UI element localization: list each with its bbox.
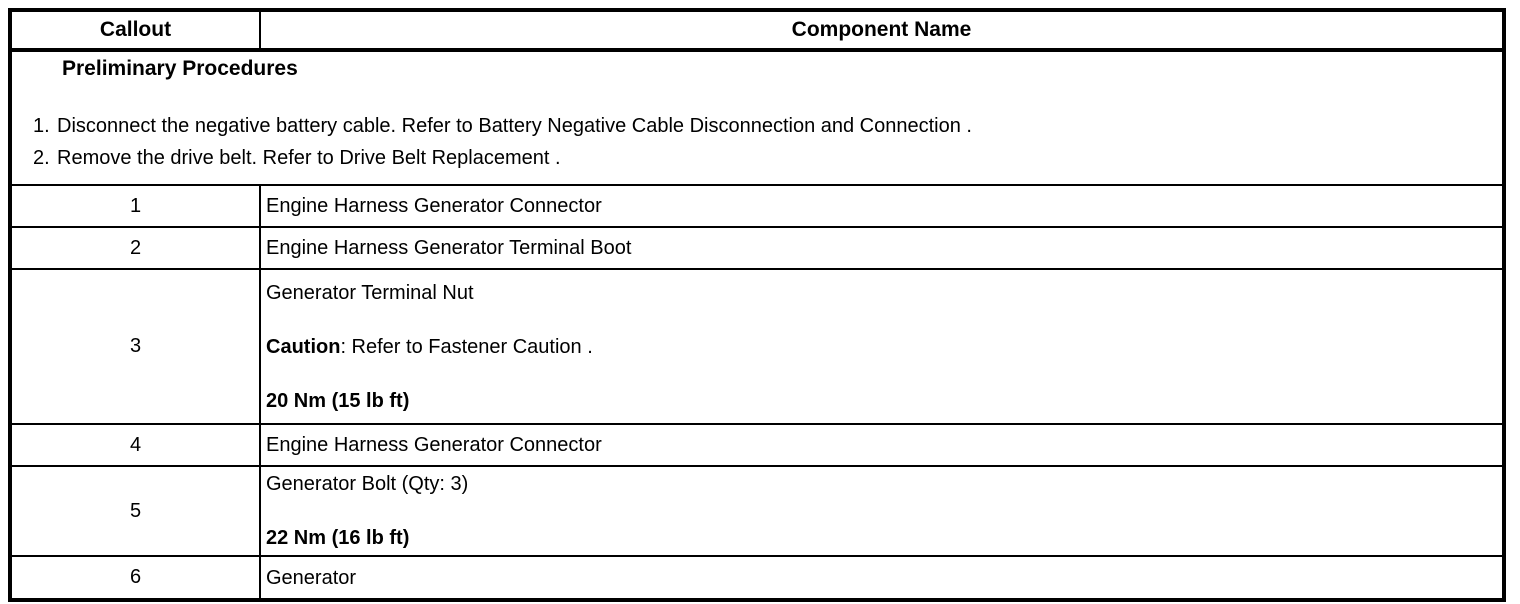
step-text: Disconnect the negative battery cable. R… [57,115,972,137]
table-row: 6 Generator [9,555,1505,601]
component-cell: Engine Harness Generator Connector [259,423,1505,467]
caution-text: : Refer to Fastener Caution . [340,335,593,358]
component-line: Engine Harness Generator Terminal Boot [266,237,632,259]
component-line: Generator [266,566,357,589]
component-callout-table: Callout Component Name Preliminary Proce… [8,8,1506,602]
component-line: Generator Bolt (Qty: 3) [266,473,469,495]
preliminary-step: 2. Remove the drive belt. Refer to Drive … [33,142,1502,174]
step-number: 2. [33,147,50,169]
callout-cell: 5 [9,465,261,557]
torque-value: 20 Nm (15 lb ft) [266,389,410,412]
step-number: 1. [33,115,50,137]
component-cell: Generator [259,555,1505,601]
table-row: 4 Engine Harness Generator Connector [9,423,1505,467]
preliminary-step: 1. Disconnect the negative battery cable.… [33,110,1502,142]
preliminary-procedures-row: Preliminary Procedures 1. Disconnect the … [9,49,1505,186]
preliminary-procedures-title: Preliminary Procedures [62,57,298,80]
caution-label: Caution [266,335,341,358]
callout-cell: 6 [9,555,261,601]
callout-column-header: Callout [9,9,261,52]
callout-cell: 2 [9,226,261,270]
component-line: Engine Harness Generator Connector [266,195,602,217]
preliminary-procedures-cell: Preliminary Procedures 1. Disconnect the … [9,49,1505,186]
component-line: Engine Harness Generator Connector [266,434,602,456]
torque-value: 22 Nm (16 lb ft) [266,527,410,549]
callout-cell: 1 [9,184,261,228]
component-cell: Generator Bolt (Qty: 3) 22 Nm (16 lb ft) [259,465,1505,557]
component-cell: Engine Harness Generator Terminal Boot [259,226,1505,270]
table-row: 1 Engine Harness Generator Connector [9,184,1505,228]
step-text: Remove the drive belt. Refer to Drive Be… [57,147,561,169]
preliminary-steps-list: 1. Disconnect the negative battery cable.… [12,110,1502,174]
table-row: 5 Generator Bolt (Qty: 3) 22 Nm (16 lb f… [9,465,1505,557]
component-line: Generator Terminal Nut [266,281,474,304]
component-cell: Engine Harness Generator Connector [259,184,1505,228]
caution-line: Caution: Refer to Fastener Caution . [266,336,1502,358]
table-row: 3 Generator Terminal Nut Caution: Refer … [9,268,1505,425]
component-cell: Generator Terminal Nut Caution: Refer to… [259,268,1505,425]
callout-cell: 3 [9,268,261,425]
table-header-row: Callout Component Name [9,9,1505,52]
table-row: 2 Engine Harness Generator Terminal Boot [9,226,1505,270]
component-name-column-header: Component Name [259,9,1505,52]
callout-cell: 4 [9,423,261,467]
